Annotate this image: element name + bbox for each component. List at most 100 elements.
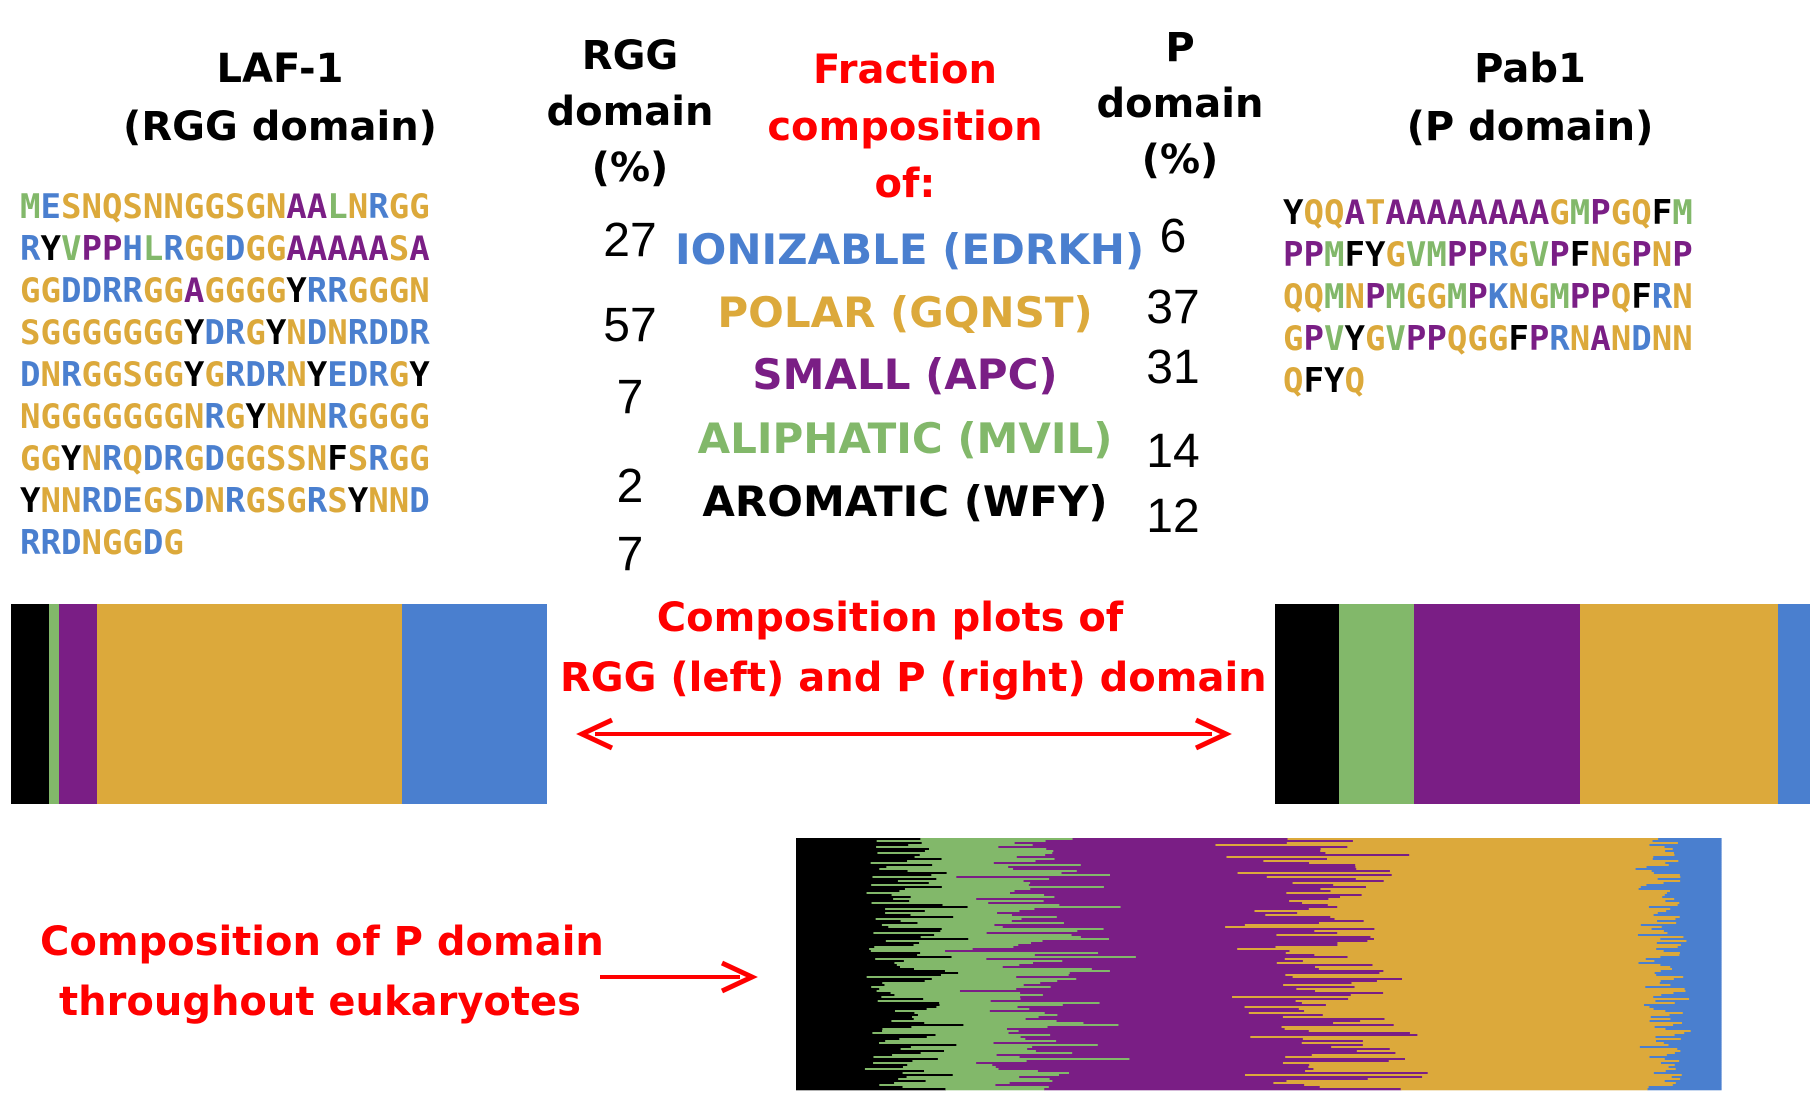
- euk-segment-aromatic: [796, 982, 883, 985]
- euk-segment-polar: [1400, 1088, 1649, 1091]
- bar-segment-aliphatic: [1339, 604, 1415, 804]
- euk-segment-ionizable: [1653, 856, 1722, 859]
- euk-segment-small: [1050, 986, 1356, 989]
- euk-segment-aliphatic: [917, 954, 1036, 957]
- euk-segment-aromatic: [796, 1088, 947, 1091]
- euk-segment-polar: [1333, 1022, 1683, 1025]
- euk-segment-polar: [1409, 854, 1676, 857]
- euk-segment-aromatic: [796, 896, 912, 899]
- euk-segment-aliphatic: [942, 904, 1060, 907]
- euk-segment-ionizable: [1672, 848, 1722, 851]
- euk-segment-ionizable: [1677, 1048, 1722, 1051]
- bar-segment-aromatic: [1275, 604, 1340, 804]
- euk-segment-ionizable: [1663, 882, 1722, 885]
- euk-segment-aliphatic: [910, 896, 1056, 899]
- euk-segment-small: [1071, 934, 1278, 937]
- euk-segment-ionizable: [1661, 994, 1722, 997]
- euk-segment-ionizable: [1673, 978, 1722, 981]
- euk-segment-aromatic: [796, 928, 943, 931]
- euk-segment-aliphatic: [876, 840, 1047, 843]
- euk-segment-small: [956, 876, 1268, 879]
- euk-segment-aliphatic: [870, 950, 946, 953]
- euk-segment-small: [1034, 954, 1315, 957]
- euk-segment-ionizable: [1674, 1034, 1722, 1037]
- euk-segment-polar: [1301, 1042, 1665, 1045]
- euk-segment-aliphatic: [931, 978, 1077, 981]
- rgg-header-line: domain: [546, 89, 714, 135]
- euk-segment-aliphatic: [881, 924, 996, 927]
- euk-segment-small: [1052, 852, 1327, 855]
- euk-segment-polar: [1289, 900, 1666, 903]
- euk-segment-aromatic: [796, 900, 910, 903]
- euk-segment-polar: [1287, 838, 1659, 841]
- euk-segment-aromatic: [796, 1008, 928, 1011]
- euk-segment-aliphatic: [871, 902, 989, 905]
- euk-segment-polar: [1289, 950, 1665, 953]
- fraction-header-line: of:: [874, 161, 936, 207]
- euk-segment-small: [1080, 936, 1372, 939]
- euk-segment-aromatic: [796, 1034, 937, 1037]
- euk-segment-ionizable: [1670, 1018, 1722, 1021]
- euk-segment-ionizable: [1664, 1058, 1722, 1061]
- euk-segment-aromatic: [796, 1028, 883, 1031]
- euk-segment-polar: [1330, 916, 1681, 919]
- euk-segment-polar: [1328, 898, 1675, 901]
- euk-segment-aromatic: [796, 990, 878, 993]
- euk-segment-aromatic: [796, 1080, 927, 1083]
- euk-segment-aromatic: [796, 1030, 883, 1033]
- euk-segment-ionizable: [1681, 1074, 1722, 1077]
- euk-segment-small: [1129, 1058, 1406, 1061]
- rgg-percent-value: 7: [616, 528, 644, 581]
- pab1-sequence-line: PPMFYGVMPPRGVPFNGPNP: [1283, 235, 1693, 275]
- euk-segment-aromatic: [796, 1016, 913, 1019]
- euk-segment-small: [1072, 1052, 1396, 1055]
- euk-segment-small: [1080, 864, 1356, 867]
- p-header-line: P: [1165, 25, 1195, 71]
- euk-segment-small: [1057, 980, 1378, 983]
- euk-segment-aromatic: [796, 966, 901, 969]
- euk-segment-aliphatic: [919, 854, 1046, 857]
- bar-segment-polar: [1579, 604, 1778, 804]
- euk-segment-small: [1076, 870, 1391, 873]
- euk-segment-ionizable: [1664, 846, 1722, 849]
- p-percent-value: 6: [1159, 210, 1187, 263]
- euk-segment-ionizable: [1674, 898, 1722, 901]
- euk-segment-polar: [1320, 888, 1640, 891]
- euk-segment-polar: [1362, 1040, 1657, 1043]
- euk-segment-small: [1062, 960, 1304, 963]
- euk-segment-aromatic: [796, 878, 937, 881]
- euk-segment-small: [1009, 1082, 1274, 1085]
- euk-segment-aromatic: [796, 888, 906, 891]
- euk-segment-polar: [1319, 1086, 1650, 1089]
- euk-segment-aliphatic: [890, 992, 1021, 995]
- euk-segment-polar: [1402, 978, 1675, 981]
- euk-segment-aliphatic: [920, 952, 1099, 955]
- euk-segment-ionizable: [1668, 864, 1722, 867]
- euk-segment-aliphatic: [872, 1032, 1010, 1035]
- euk-segment-ionizable: [1647, 1088, 1722, 1091]
- euk-segment-small: [990, 1000, 1297, 1003]
- euk-segment-small: [994, 924, 1246, 927]
- eukaryote-line: throughout eukaryotes: [59, 979, 581, 1025]
- euk-segment-small: [986, 932, 1338, 935]
- euk-segment-ionizable: [1653, 1008, 1722, 1011]
- euk-segment-ionizable: [1652, 858, 1722, 861]
- euk-segment-small: [1021, 918, 1336, 921]
- euk-segment-polar: [1355, 878, 1659, 881]
- euk-segment-aliphatic: [899, 1038, 1026, 1041]
- euk-segment-polar: [1395, 1052, 1676, 1055]
- euk-segment-aliphatic: [936, 878, 1050, 881]
- euk-segment-small: [1031, 942, 1339, 945]
- p-header-line: domain: [1096, 81, 1264, 127]
- euk-segment-small: [995, 1066, 1309, 1069]
- euk-segment-aliphatic: [907, 870, 1078, 873]
- euk-segment-small: [1053, 850, 1321, 853]
- euk-segment-small: [1030, 882, 1294, 885]
- pab1-title-line: (P domain): [1406, 104, 1654, 150]
- euk-segment-aliphatic: [932, 864, 1082, 867]
- euk-segment-ionizable: [1651, 870, 1722, 873]
- euk-segment-aliphatic: [946, 872, 1063, 875]
- euk-segment-aromatic: [796, 954, 918, 957]
- euk-segment-aromatic: [796, 1020, 893, 1023]
- euk-segment-aromatic: [796, 924, 883, 927]
